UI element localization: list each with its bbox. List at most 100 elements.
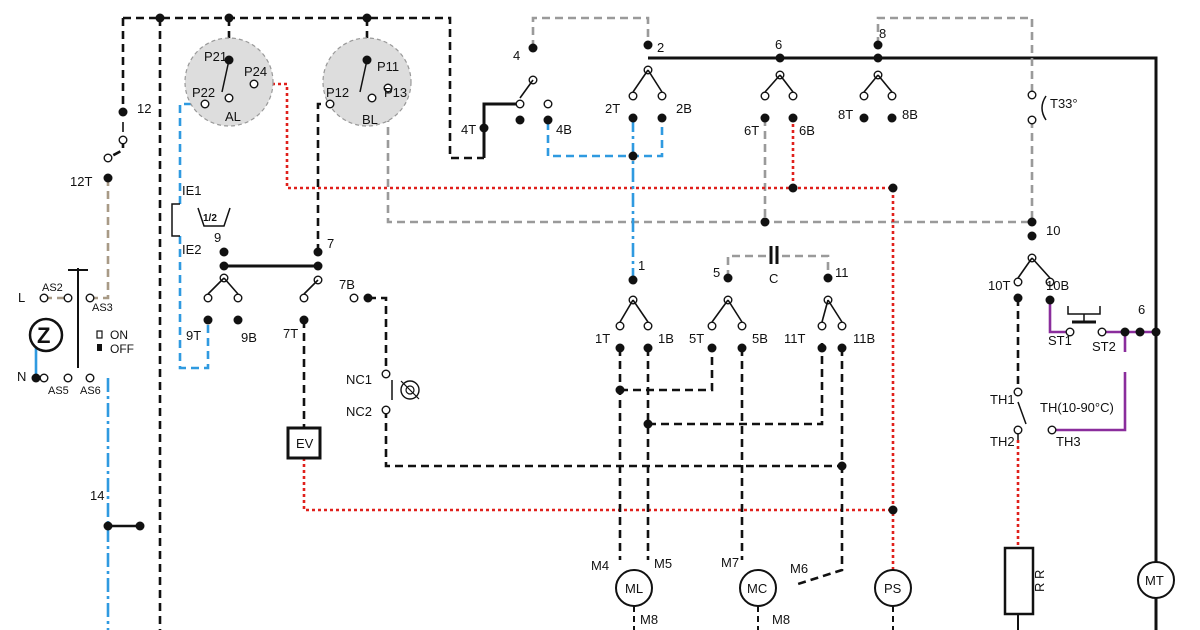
label-7b: 7B [339,277,355,292]
label-10: 10 [1046,223,1060,238]
junction-dot [528,43,538,53]
open-contact [1027,115,1037,125]
junction-dot [628,151,638,161]
open-contact [367,93,377,103]
open-contact [383,83,393,93]
junction-dot [760,217,770,227]
junction-dot [363,293,373,303]
junction-dot [888,183,898,193]
junction-dot [1027,217,1037,227]
open-contact [349,293,359,303]
open-contact [760,91,770,101]
switch-lever [711,299,729,323]
label-ml: ML [625,581,643,596]
open-contact [249,79,259,89]
label-ie2: IE2 [182,242,202,257]
label-6r: 6 [1138,302,1145,317]
junction-dot [155,13,165,23]
open-contact [63,373,73,383]
label-p24: P24 [244,64,267,79]
open-contact [737,321,747,331]
switch-lever [1017,257,1033,279]
label-th1: TH1 [990,392,1015,407]
label-th-range: TH(10-90°C) [1040,400,1114,415]
junction-dot [362,55,372,65]
junction-dot [1135,327,1145,337]
label-nc2: NC2 [346,404,372,419]
junction-dot [313,247,323,257]
junction-dot [887,113,897,123]
open-contact [118,135,128,145]
label-4: 4 [513,48,520,63]
detergent-cup-icon [197,207,231,227]
wires [34,16,1158,630]
label-12t: 12T [70,174,92,189]
switch-lever [632,69,649,93]
label-6t: 6T [744,123,759,138]
open-contact [817,321,827,331]
label-n: N [17,369,26,384]
junction-dot [643,343,653,353]
switch-lever [779,74,794,93]
switch-lever [827,299,843,323]
motor-z-icon: Z [28,268,88,368]
junction-dot [859,113,869,123]
open-contact [788,91,798,101]
junction-dot [479,123,489,133]
switch-lever [619,299,634,323]
label-p13: P13 [384,85,407,100]
junction-dot [233,315,243,325]
label-10b: 10B [1046,278,1069,293]
label-1: 1 [638,258,645,273]
switch-lever [727,299,743,323]
junction-dot [118,107,128,117]
label-p22: P22 [192,85,215,100]
filter-icon [391,380,420,400]
label-on: ON [110,328,128,342]
open-contact [1013,425,1023,435]
labels: 12 12T L N AS2 AS3 AS5 AS6 ON OFF 14 P21… [17,26,1164,627]
label-11t: 11T [784,331,805,346]
junction-dot [1151,327,1161,337]
junction-dot [313,261,323,271]
label-m5: M5 [654,556,672,571]
contacts [31,13,1161,531]
junction-dot [837,343,847,353]
label-11: 11 [835,265,849,280]
label-8: 8 [879,26,886,41]
open-contact [1097,327,1107,337]
label-ev: EV [296,436,314,451]
thermostat-cup-icon [1067,306,1101,324]
junction-dot [657,113,667,123]
label-p12: P12 [326,85,349,100]
open-contact [1027,90,1037,100]
open-contact [299,293,309,303]
junction-dot [219,261,229,271]
open-contact [859,91,869,101]
junction-dot [723,273,733,283]
label-11b: 11B [853,331,875,346]
open-contact [325,99,335,109]
junction-dot [219,247,229,257]
open-contact [1047,425,1057,435]
label-14: 14 [90,488,104,503]
open-contact [887,91,897,101]
junction-dot [103,173,113,183]
switch-lever [764,74,781,93]
junction-dot [31,373,41,383]
label-ie1: IE1 [182,183,202,198]
label-al: AL [225,109,241,124]
switch-lever [877,74,893,93]
junction-dot [823,273,833,283]
switch-lever [223,277,239,295]
open-contact [224,93,234,103]
switch-lever [1031,257,1051,279]
junction-dot [643,419,653,429]
junction-dot [362,13,372,23]
label-m4: M4 [591,558,609,573]
open-contact [657,91,667,101]
label-7: 7 [327,236,334,251]
label-off: OFF [110,342,134,356]
switch-lever [207,277,225,295]
